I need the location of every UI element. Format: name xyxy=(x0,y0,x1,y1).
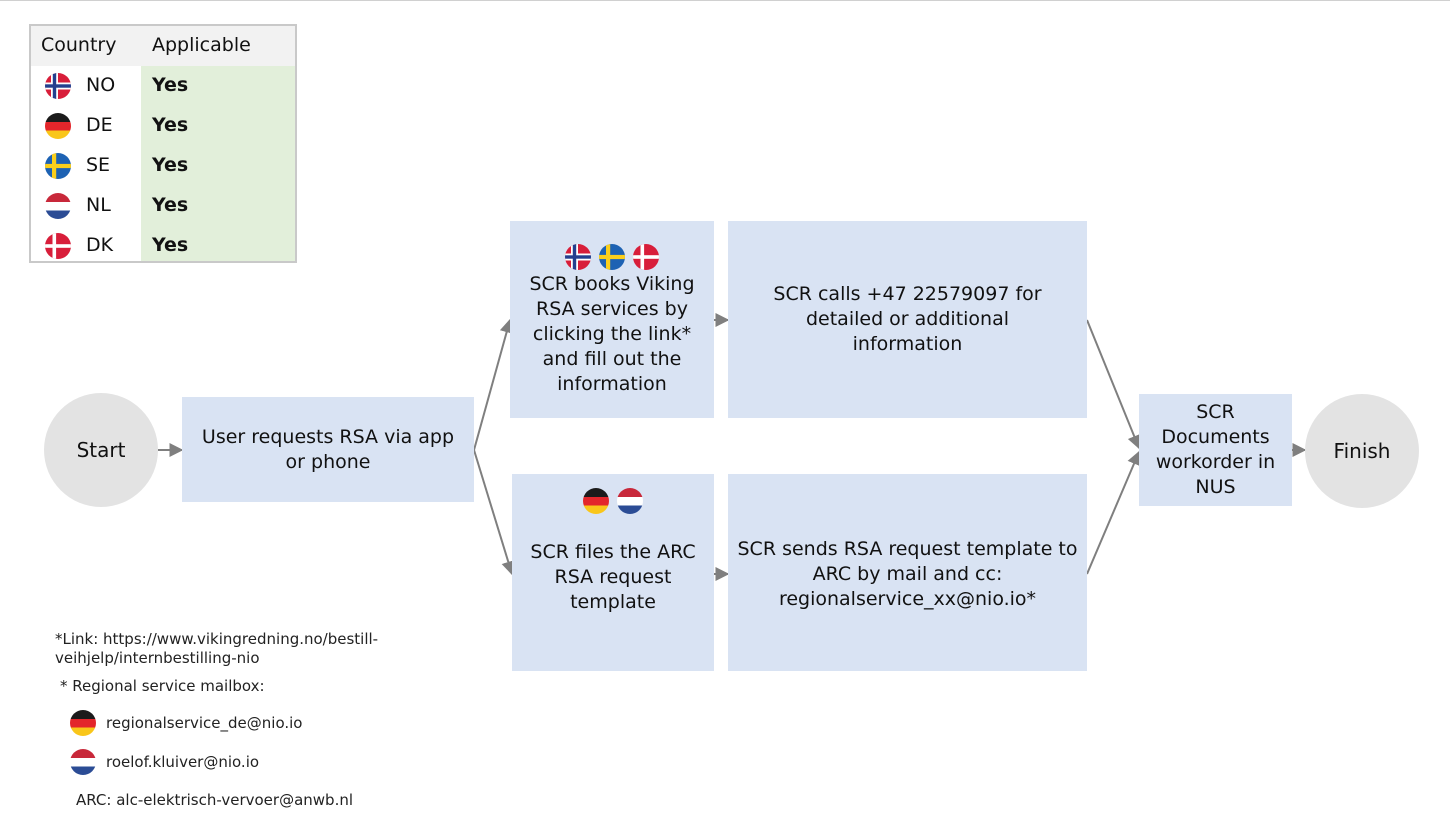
country-code: DE xyxy=(86,114,113,136)
finish-node: Finish xyxy=(1305,394,1419,508)
applicable-value: Yes xyxy=(152,234,189,256)
mailbox-item-nl: roelof.kluiver@nio.io xyxy=(70,749,259,775)
country-table: Country Applicable NO Yes DE Yes SE Yes … xyxy=(29,24,297,263)
table-header: Country Applicable xyxy=(31,26,295,66)
document-label: SCR Documents workorder in NUS xyxy=(1155,401,1276,498)
applicable-column-fill xyxy=(141,66,295,261)
arrow-request-to-file xyxy=(473,449,516,576)
table-row: NL Yes xyxy=(31,186,295,226)
header-country: Country xyxy=(41,34,117,56)
arrow-send-to-document xyxy=(1086,450,1141,575)
top-divider xyxy=(0,0,1450,1)
mailbox-title: * Regional service mailbox: xyxy=(60,677,265,695)
arrow-call-to-document xyxy=(1086,319,1141,450)
germany-flag-icon xyxy=(583,488,609,514)
table-row: DE Yes xyxy=(31,106,295,146)
country-code: DK xyxy=(86,234,114,256)
applicable-value: Yes xyxy=(152,114,189,136)
start-label: Start xyxy=(76,438,126,462)
applicable-value: Yes xyxy=(152,154,189,176)
finish-label: Finish xyxy=(1333,439,1391,463)
book-flags xyxy=(565,244,659,270)
applicable-value: Yes xyxy=(152,74,189,96)
table-row: DK Yes xyxy=(31,226,295,266)
netherlands-flag-icon xyxy=(617,488,643,514)
country-code: NO xyxy=(86,74,116,96)
file-box: SCR files the ARC RSA request template xyxy=(512,474,714,671)
mailbox-email: regionalservice_de@nio.io xyxy=(106,714,303,732)
germany-flag-icon xyxy=(70,710,96,736)
file-label: SCR files the ARC RSA request template xyxy=(530,541,696,613)
arrow-request-to-book xyxy=(473,318,514,451)
send-label: SCR sends RSA request template to ARC by… xyxy=(737,538,1078,610)
table-row: NO Yes xyxy=(31,66,295,106)
file-flags xyxy=(583,488,643,514)
country-code: SE xyxy=(86,154,111,176)
applicable-value: Yes xyxy=(152,194,189,216)
arc-note: ARC: alc-elektrisch-vervoer@anwb.nl xyxy=(76,791,354,809)
mailbox-email: roelof.kluiver@nio.io xyxy=(106,753,260,771)
book-label: SCR books Viking RSA services by clickin… xyxy=(529,273,695,395)
mailbox-item-de: regionalservice_de@nio.io xyxy=(70,710,302,736)
table-row: SE Yes xyxy=(31,146,295,186)
netherlands-flag-icon xyxy=(70,749,96,775)
request-box: User requests RSA via app or phone xyxy=(182,397,474,502)
call-label: SCR calls +47 22579097 for detailed or a… xyxy=(773,283,1042,355)
book-box: SCR books Viking RSA services by clickin… xyxy=(510,221,714,418)
start-node: Start xyxy=(44,393,158,507)
country-code: NL xyxy=(86,194,111,216)
link-note: *Link: https://www.vikingredning.no/best… xyxy=(55,630,379,667)
request-label: User requests RSA via app or phone xyxy=(201,425,455,473)
header-applicable: Applicable xyxy=(152,34,251,56)
norway-flag-icon xyxy=(565,244,591,270)
send-box: SCR sends RSA request template to ARC by… xyxy=(728,474,1087,671)
document-box: SCR Documents workorder in NUS xyxy=(1139,394,1292,506)
call-box: SCR calls +47 22579097 for detailed or a… xyxy=(728,221,1087,418)
denmark-flag-icon xyxy=(633,244,659,270)
sweden-flag-icon xyxy=(599,244,625,270)
